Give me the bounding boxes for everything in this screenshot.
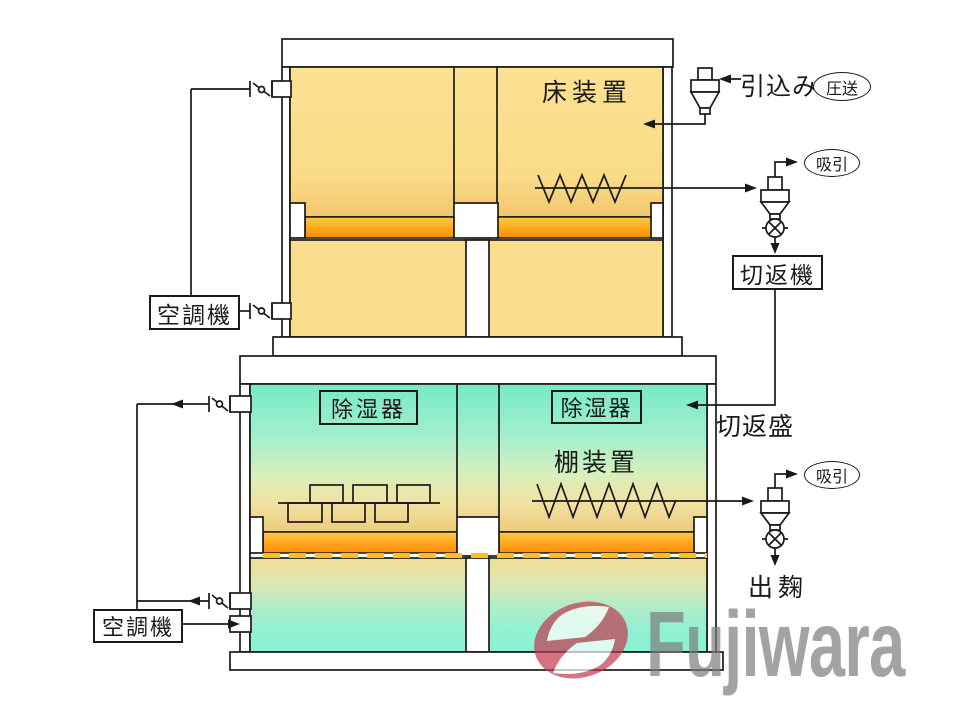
arrow-left bbox=[643, 119, 655, 129]
shelf-bed-end-block-right bbox=[693, 516, 708, 554]
screw-conveyor-icon bbox=[532, 481, 754, 520]
duct-stub-shelf-return-upper bbox=[229, 395, 252, 413]
duct-stub-floor-return bbox=[271, 80, 292, 98]
arrow-left bbox=[719, 74, 731, 84]
arrow-down bbox=[770, 243, 780, 254]
koji-output-label: 出麹 bbox=[748, 574, 809, 602]
shelf-unit-left-wall bbox=[239, 383, 251, 653]
rotary-valve-icon bbox=[762, 529, 788, 549]
shelf-unit-label: 棚装置 bbox=[554, 449, 639, 477]
discharge-cyclone-icon bbox=[759, 469, 798, 566]
air-conditioner-bottom-label: 空調機 bbox=[93, 609, 183, 643]
shelf-unit-air-piping bbox=[136, 395, 252, 633]
arrow-left bbox=[686, 400, 698, 410]
pressure-feed-badge: 圧送 bbox=[813, 72, 871, 101]
damper-icon bbox=[208, 396, 231, 412]
damper-icon bbox=[249, 303, 273, 319]
floor-bed-left bbox=[304, 216, 455, 239]
floor-bed-center-block bbox=[453, 202, 499, 239]
duct-stub-shelf-return-lower bbox=[229, 592, 252, 610]
shelf-unit-top-bar bbox=[239, 355, 717, 385]
intake-label: 引込み bbox=[740, 73, 819, 101]
turner-to-shelf-line bbox=[686, 286, 776, 410]
shelf-unit-lower-gap bbox=[465, 557, 490, 653]
floor-bed-right bbox=[496, 216, 653, 239]
intake-cyclone-icon bbox=[643, 67, 741, 129]
damper-icon bbox=[208, 593, 231, 609]
floor-unit-top-bar bbox=[281, 38, 674, 68]
floor-unit-left-wall bbox=[281, 66, 291, 338]
turning-machine-label: 切返機 bbox=[732, 255, 823, 290]
arrow-left bbox=[171, 399, 183, 409]
shelf-trays-icon bbox=[278, 484, 440, 523]
fujiwara-leaf-icon bbox=[534, 601, 628, 679]
arrow-right bbox=[228, 619, 240, 629]
floor-unit-label: 床装置 bbox=[542, 79, 633, 107]
floor-bed-end-block-left bbox=[289, 202, 306, 239]
suction-upper-badge: 吸引 bbox=[804, 149, 860, 177]
dehumidifier-right-label: 除湿器 bbox=[551, 390, 642, 424]
shelf-bed-right bbox=[498, 531, 696, 554]
shelf-unit-upper-chamber bbox=[249, 383, 708, 533]
floor-bed-end-block-right bbox=[650, 202, 664, 239]
screw-conveyor-icon bbox=[535, 172, 757, 205]
floor-unit-air-piping bbox=[190, 80, 292, 320]
shelf-unit-structure bbox=[229, 355, 724, 671]
turning-cyclone-icon bbox=[759, 157, 798, 254]
air-conditioner-top-label: 空調機 bbox=[149, 295, 240, 330]
floor-unit-upper-chamber bbox=[289, 66, 664, 218]
rotary-valve-icon bbox=[762, 218, 788, 238]
arrow-right bbox=[786, 157, 798, 167]
floor-unit-bottom-bar bbox=[272, 336, 683, 357]
arrow-right bbox=[742, 496, 754, 506]
dehumidifier-left-label: 除湿器 bbox=[319, 390, 418, 425]
damper-icon bbox=[249, 81, 273, 97]
shelf-bed-center-block bbox=[456, 516, 500, 557]
duct-stub-floor-supply bbox=[271, 302, 292, 320]
arrow-left bbox=[188, 596, 200, 606]
floor-unit-structure bbox=[272, 38, 683, 357]
arrow-right bbox=[745, 183, 757, 193]
shelf-bed-left bbox=[262, 531, 458, 554]
arrow-right bbox=[786, 469, 798, 479]
floor-unit-lower-gap bbox=[465, 239, 490, 338]
shelf-bed-end-block-left bbox=[249, 516, 264, 554]
arrow-down bbox=[770, 555, 780, 566]
turning-heap-label: 切返盛 bbox=[716, 413, 795, 441]
floor-unit-right-wall bbox=[662, 66, 673, 338]
fujiwara-logo-text: Fujiwara bbox=[646, 592, 905, 696]
suction-lower-badge: 吸引 bbox=[804, 461, 860, 489]
